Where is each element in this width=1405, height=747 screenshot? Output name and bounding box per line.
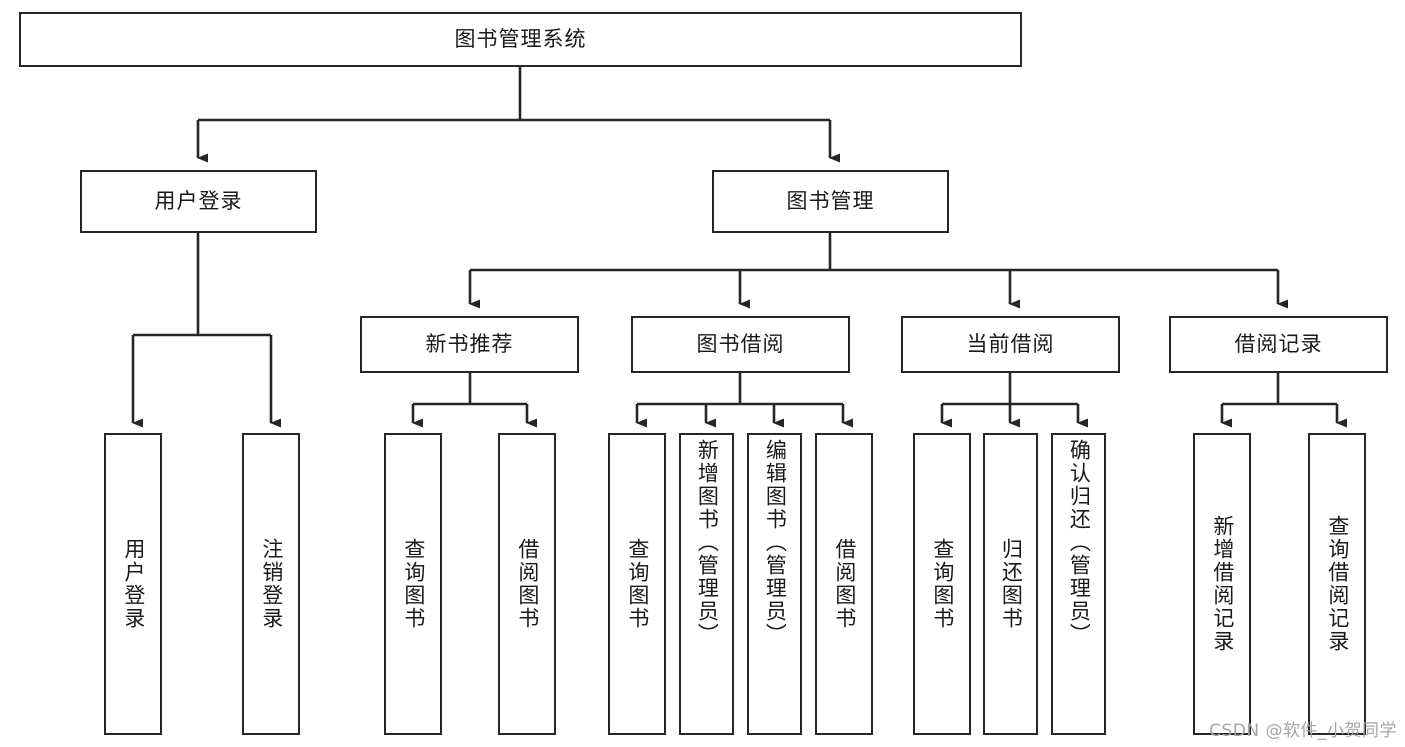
node-leaf-confirm-return-admin[interactable]: 确认归还（管理员） (1051, 433, 1106, 735)
node-leaf-borrow-book-recommend[interactable]: 借阅图书 (498, 433, 556, 735)
node-label: 编辑图书（管理员） (763, 439, 788, 646)
node-book-management[interactable]: 图书管理 (712, 170, 949, 233)
node-new-book-recommend[interactable]: 新书推荐 (360, 316, 579, 373)
node-leaf-add-book-admin[interactable]: 新增图书（管理员） (679, 433, 734, 735)
node-label: 确认归还（管理员） (1067, 439, 1092, 646)
node-label: 图书借阅 (696, 332, 785, 357)
node-leaf-add-borrow-record[interactable]: 新增借阅记录 (1193, 433, 1251, 735)
node-label: 借阅图书 (832, 538, 857, 630)
node-leaf-query-book-recommend[interactable]: 查询图书 (384, 433, 442, 735)
node-label: 查询借阅记录 (1325, 515, 1350, 653)
node-label: 图书管理系统 (454, 27, 587, 52)
node-label: 注销登录 (259, 538, 284, 630)
node-label: 借阅图书 (515, 538, 540, 630)
node-label: 查询图书 (401, 538, 426, 630)
node-label: 图书管理 (786, 189, 875, 214)
node-label: 用户登录 (154, 189, 243, 214)
node-leaf-query-book-borrow[interactable]: 查询图书 (608, 433, 666, 735)
csdn-watermark: CSDN @软件_小贺同学 (1209, 721, 1397, 741)
node-label: 用户登录 (121, 538, 146, 630)
node-current-borrow[interactable]: 当前借阅 (901, 316, 1120, 373)
node-leaf-edit-book-admin[interactable]: 编辑图书（管理员） (747, 433, 802, 735)
node-label: 归还图书 (999, 538, 1024, 630)
node-label: 新增图书（管理员） (695, 439, 720, 646)
node-leaf-query-borrow-record[interactable]: 查询借阅记录 (1308, 433, 1366, 735)
node-leaf-query-book-current[interactable]: 查询图书 (913, 433, 971, 735)
node-label: 新增借阅记录 (1210, 515, 1235, 653)
node-borrow-records[interactable]: 借阅记录 (1169, 316, 1388, 373)
node-label: 查询图书 (930, 538, 955, 630)
node-root-book-management-system[interactable]: 图书管理系统 (19, 12, 1022, 67)
node-leaf-user-login[interactable]: 用户登录 (104, 433, 162, 735)
node-user-login[interactable]: 用户登录 (80, 170, 317, 233)
node-label: 查询图书 (625, 538, 650, 630)
node-leaf-logout[interactable]: 注销登录 (242, 433, 300, 735)
node-leaf-return-book[interactable]: 归还图书 (983, 433, 1038, 735)
node-label: 借阅记录 (1234, 332, 1323, 357)
node-label: 当前借阅 (966, 332, 1055, 357)
node-book-borrow[interactable]: 图书借阅 (631, 316, 850, 373)
node-label: 新书推荐 (425, 332, 514, 357)
node-leaf-borrow-book[interactable]: 借阅图书 (815, 433, 873, 735)
